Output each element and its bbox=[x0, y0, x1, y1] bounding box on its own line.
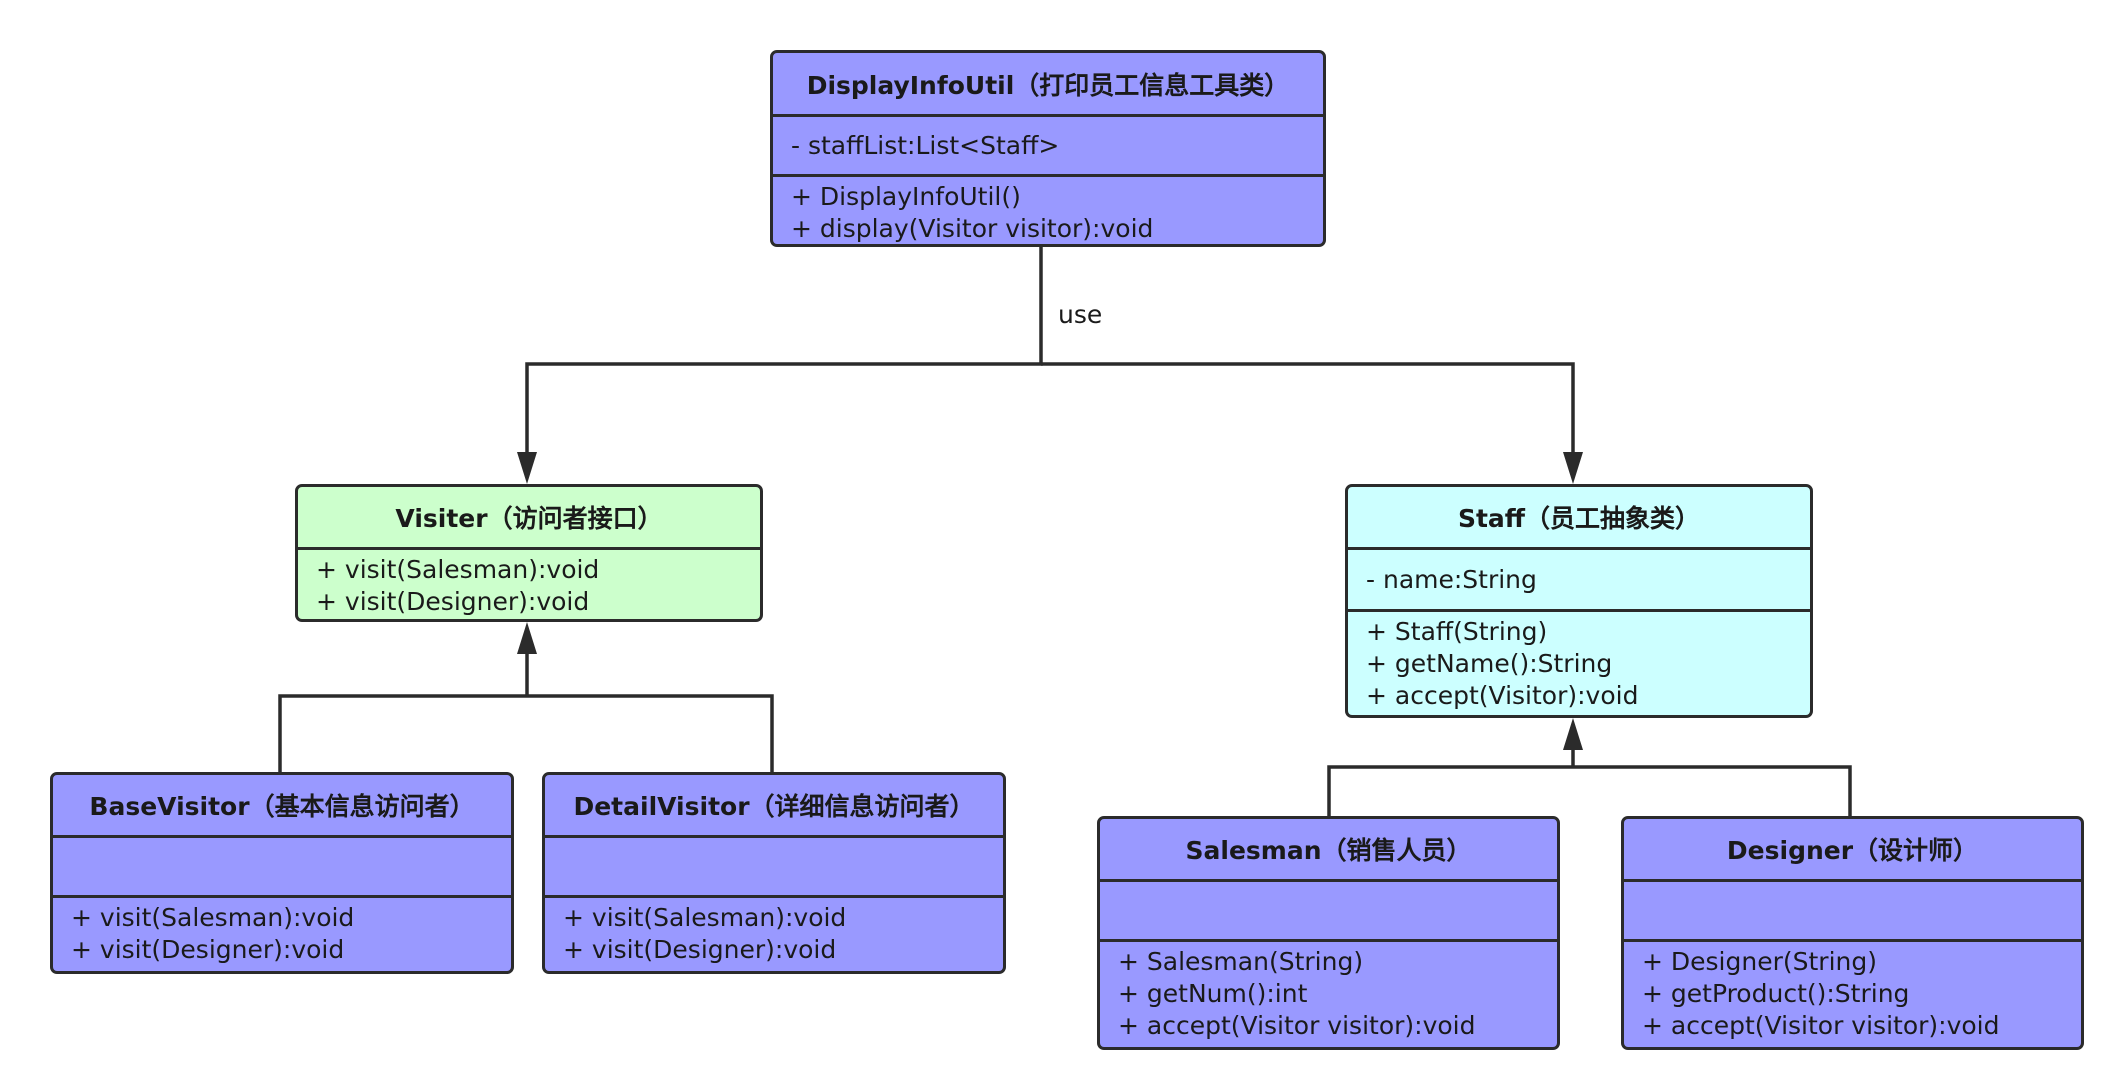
attribute: - staffList:List<Staff> bbox=[791, 130, 1060, 160]
class-attributes bbox=[1624, 882, 2081, 942]
operation: + getName():String bbox=[1366, 649, 1613, 678]
class-attributes bbox=[53, 838, 511, 898]
operation: + visit(Salesman):void bbox=[563, 903, 847, 932]
operation: + visit(Salesman):void bbox=[71, 903, 355, 932]
staff-abstract-class[interactable]: Staff（员工抽象类） - name:String + Staff(Strin… bbox=[1345, 484, 1813, 718]
operation: + visit(Designer):void bbox=[563, 935, 837, 964]
class-operations: + Designer(String) + getProduct():String… bbox=[1624, 942, 2081, 1042]
operation: + Salesman(String) bbox=[1118, 947, 1364, 976]
staff-inheritance-connector bbox=[1327, 748, 1852, 816]
class-attributes bbox=[1100, 882, 1557, 942]
class-title: DisplayInfoUtil（打印员工信息工具类） bbox=[773, 53, 1323, 117]
class-attributes: - staffList:List<Staff> bbox=[773, 117, 1323, 177]
operation: + accept(Visitor):void bbox=[1366, 681, 1639, 710]
class-operations: + visit(Salesman):void + visit(Designer)… bbox=[53, 898, 511, 966]
class-title: BaseVisitor（基本信息访问者） bbox=[53, 775, 511, 838]
operation: + visit(Designer):void bbox=[71, 935, 345, 964]
class-attributes bbox=[545, 838, 1003, 898]
operation: + visit(Salesman):void bbox=[316, 555, 600, 584]
display-info-util-class[interactable]: DisplayInfoUtil（打印员工信息工具类） - staffList:L… bbox=[770, 50, 1326, 247]
operation: + getProduct():String bbox=[1642, 979, 1910, 1008]
class-operations: + Staff(String) + getName():String + acc… bbox=[1348, 612, 1810, 712]
operation: + accept(Visitor visitor):void bbox=[1642, 1011, 2000, 1040]
class-title: Salesman（销售人员） bbox=[1100, 819, 1557, 882]
use-label: use bbox=[1058, 300, 1103, 329]
use-connector bbox=[525, 245, 1575, 455]
use-arrowhead-visiter bbox=[517, 452, 537, 484]
operation: + Staff(String) bbox=[1366, 617, 1548, 646]
designer-class[interactable]: Designer（设计师） + Designer(String) + getPr… bbox=[1621, 816, 2084, 1050]
operation: + Designer(String) bbox=[1642, 947, 1877, 976]
class-title: Designer（设计师） bbox=[1624, 819, 2081, 882]
staff-inheritance-arrowhead bbox=[1563, 718, 1583, 750]
class-operations: + visit(Salesman):void + visit(Designer)… bbox=[545, 898, 1003, 966]
operation: + display(Visitor visitor):void bbox=[791, 214, 1154, 243]
operation: + accept(Visitor visitor):void bbox=[1118, 1011, 1476, 1040]
salesman-class[interactable]: Salesman（销售人员） + Salesman(String) + getN… bbox=[1097, 816, 1560, 1050]
operation: + visit(Designer):void bbox=[316, 587, 590, 616]
detail-visitor-class[interactable]: DetailVisitor（详细信息访问者） + visit(Salesman)… bbox=[542, 772, 1006, 974]
class-title: Staff（员工抽象类） bbox=[1348, 487, 1810, 550]
operation: + getNum():int bbox=[1118, 979, 1308, 1008]
class-operations: + DisplayInfoUtil() + display(Visitor vi… bbox=[773, 177, 1323, 244]
visiter-interface-class[interactable]: Visiter（访问者接口） + visit(Salesman):void + … bbox=[295, 484, 763, 622]
visitor-inheritance-connector bbox=[278, 652, 774, 772]
visiter-inheritance-arrowhead bbox=[517, 622, 537, 654]
class-title: Visiter（访问者接口） bbox=[298, 487, 760, 550]
class-attributes: - name:String bbox=[1348, 550, 1810, 612]
class-operations: + Salesman(String) + getNum():int + acce… bbox=[1100, 942, 1557, 1042]
attribute: - name:String bbox=[1366, 564, 1537, 594]
base-visitor-class[interactable]: BaseVisitor（基本信息访问者） + visit(Salesman):v… bbox=[50, 772, 514, 974]
use-arrowhead-staff bbox=[1563, 452, 1583, 484]
class-title: DetailVisitor（详细信息访问者） bbox=[545, 775, 1003, 838]
class-operations: + visit(Salesman):void + visit(Designer)… bbox=[298, 550, 760, 618]
operation: + DisplayInfoUtil() bbox=[791, 182, 1021, 211]
